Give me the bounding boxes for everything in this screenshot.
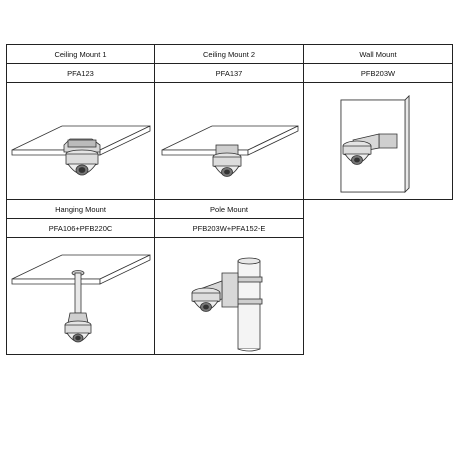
hanging-mount-illustration (11, 253, 150, 342)
mount-illustration-cell (6, 237, 155, 355)
ceiling-mount-2-illustration (161, 124, 298, 177)
mount-label: Hanging Mount (6, 199, 155, 219)
ceiling-mount-1-illustration (11, 124, 150, 175)
mount-options-table: Ceiling Mount 1 Ceiling Mount 2 Wall Mou… (6, 44, 453, 355)
mount-label: Ceiling Mount 1 (6, 44, 155, 64)
mount-illustration-cell (303, 82, 453, 200)
empty-cell (304, 200, 453, 219)
mount-label: Wall Mount (303, 44, 453, 64)
mount-model: PFA137 (154, 63, 304, 83)
mount-label: Ceiling Mount 2 (154, 44, 304, 64)
pole-mount-illustration (191, 257, 262, 351)
mount-model: PFB203W (303, 63, 453, 83)
mount-illustration-cell (6, 82, 155, 200)
empty-cell (304, 219, 453, 238)
empty-cell (304, 238, 453, 355)
wall-mount-illustration (340, 94, 409, 193)
mount-model: PFA106+PFB220C (6, 218, 155, 238)
mount-model: PFA123 (6, 63, 155, 83)
mount-illustration-cell (154, 237, 304, 355)
mount-illustration-cell (154, 82, 304, 200)
mount-label: Pole Mount (154, 199, 304, 219)
mount-model: PFB203W+PFA152-E (154, 218, 304, 238)
